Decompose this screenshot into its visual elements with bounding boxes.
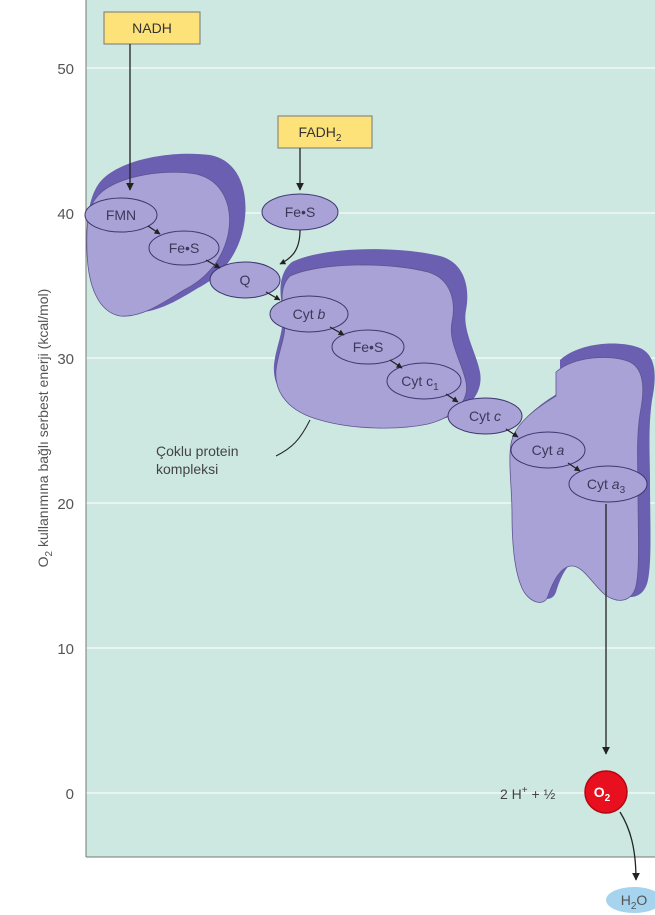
svg-text:FMN: FMN [106,207,136,223]
svg-text:Cyt b: Cyt b [293,306,326,322]
carrier-q: Q [210,262,280,298]
carrier-cyt-a3: Cyt a3 [569,466,647,502]
y-tick-50: 50 [57,61,74,78]
oxygen-circle: O2 [585,771,627,813]
carrier-cyt-b: Cyt b [270,296,348,332]
y-tick-0: 0 [66,786,74,803]
carrier-cyt-c: Cyt c [448,398,522,434]
carrier-fes-1: Fe•S [149,231,219,265]
y-axis-label: O2 kullanımına bağlı serbest enerji (kca… [35,289,55,568]
y-tick-10: 10 [57,641,74,658]
svg-text:Q: Q [240,272,251,288]
svg-text:Fe•S: Fe•S [353,339,384,355]
svg-text:Fe•S: Fe•S [285,204,316,220]
carrier-fmn: FMN [85,198,157,232]
nadh-input: NADH [104,12,200,44]
fadh2-input: FADH2 [278,116,372,148]
carrier-cyt-c1: Cyt c1 [387,363,461,399]
carrier-fes-fad: Fe•S [262,194,338,230]
svg-text:NADH: NADH [132,20,172,36]
annotation-line-1: Çoklu protein [156,443,239,459]
y-tick-40: 40 [57,206,74,223]
y-tick-30: 30 [57,351,74,368]
carrier-fes-2: Fe•S [332,330,404,364]
svg-text:Cyt a: Cyt a [532,442,565,458]
proton-text: 2 H+ + ½ [500,785,556,802]
annotation-line-2: kompleksi [156,461,218,477]
carrier-cyt-a: Cyt a [511,432,585,468]
water-badge: H2O [606,887,655,913]
svg-text:Fe•S: Fe•S [169,240,200,256]
svg-text:Cyt c: Cyt c [469,408,501,424]
y-tick-20: 20 [57,496,74,513]
